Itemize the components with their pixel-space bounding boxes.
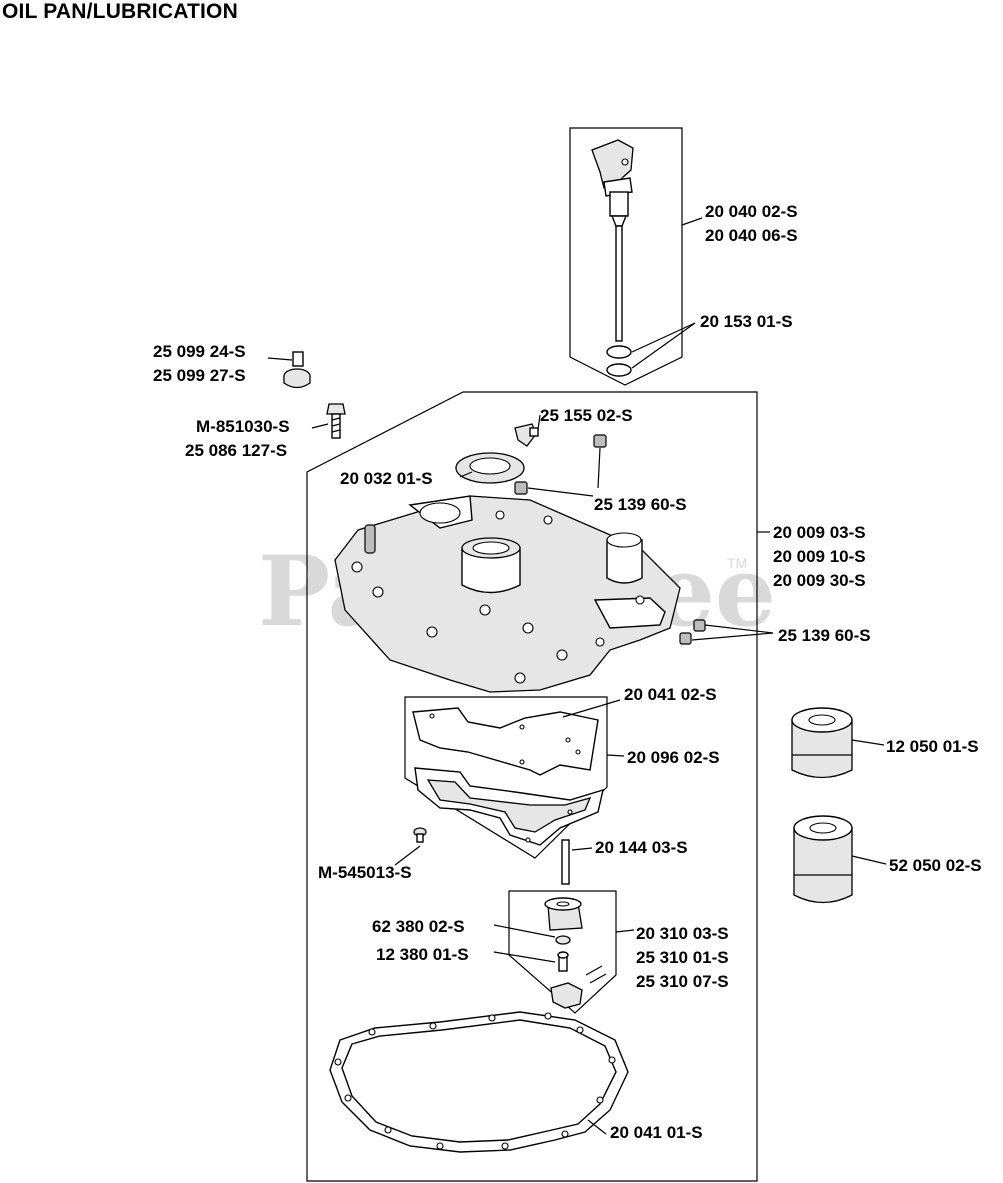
- oil-pressure-sender[interactable]: [283, 351, 311, 389]
- o-rings[interactable]: [606, 345, 632, 377]
- label-filter-1: 12 050 01-S: [886, 737, 979, 756]
- plug-middle[interactable]: [514, 481, 528, 495]
- label-dipstick-2: 20 040 06-S: [705, 226, 798, 245]
- oil-filter-upper[interactable]: [791, 707, 853, 779]
- dipstick[interactable]: [591, 139, 634, 342]
- label-plate: 20 096 02-S: [627, 748, 720, 767]
- label-pump-3: 25 310 07-S: [636, 972, 729, 991]
- label-dipstick-1: 20 040 02-S: [705, 202, 798, 221]
- label-screw: M-545013-S: [318, 863, 412, 882]
- separator-plate[interactable]: [414, 767, 604, 846]
- pump-pins-pair[interactable]: [585, 965, 607, 984]
- plug-upper[interactable]: [593, 434, 607, 448]
- screw[interactable]: [413, 827, 427, 843]
- label-elbow: 25 155 02-S: [540, 406, 633, 425]
- label-bolt-1: M-851030-S: [196, 417, 290, 436]
- label-plug-b: 25 139 60-S: [778, 626, 871, 645]
- pump-pin[interactable]: [557, 951, 569, 972]
- oil-pan-gasket[interactable]: [329, 1011, 629, 1153]
- oil-seal[interactable]: [455, 452, 525, 484]
- label-oring: 20 153 01-S: [700, 312, 793, 331]
- oil-pan-frame: [306, 391, 758, 1182]
- hex-bolt[interactable]: [326, 403, 346, 439]
- oil-filter-lower[interactable]: [793, 815, 853, 904]
- label-pan-3: 20 009 30-S: [773, 571, 866, 590]
- label-seal: 20 032 01-S: [340, 469, 433, 488]
- oil-pan[interactable]: [334, 495, 681, 693]
- dipstick-frame: [569, 127, 683, 386]
- elbow-fitting[interactable]: [514, 423, 539, 447]
- label-filter-2: 52 050 02-S: [889, 856, 982, 875]
- label-pan-2: 20 009 10-S: [773, 547, 866, 566]
- watermark-tm: TM: [727, 555, 747, 571]
- label-pump-1: 20 310 03-S: [636, 924, 729, 943]
- leader-lines: [267, 217, 887, 1135]
- page-title: OIL PAN/LUBRICATION: [2, 0, 238, 23]
- label-pin: 12 380 01-S: [376, 945, 469, 964]
- label-shaft: 20 144 03-S: [595, 838, 688, 857]
- label-pump-2: 25 310 01-S: [636, 948, 729, 967]
- label-plug-a: 25 139 60-S: [594, 495, 687, 514]
- label-cover-gasket: 20 041 02-S: [624, 685, 717, 704]
- pump-shaft[interactable]: [561, 839, 570, 885]
- cover-gasket[interactable]: [412, 707, 599, 776]
- label-sender-2: 25 099 27-S: [153, 366, 246, 385]
- label-pan-1: 20 009 03-S: [773, 523, 866, 542]
- label-bolt-2: 25 086 127-S: [185, 441, 287, 460]
- label-washer: 62 380 02-S: [372, 917, 465, 936]
- label-sender-1: 25 099 24-S: [153, 342, 246, 361]
- oil-pump-frame: [508, 890, 617, 1014]
- label-pan-gasket: 20 041 01-S: [610, 1123, 703, 1142]
- pump-gear[interactable]: [544, 897, 583, 931]
- pump-washer[interactable]: [555, 935, 571, 945]
- pump-rotor[interactable]: [550, 982, 583, 1009]
